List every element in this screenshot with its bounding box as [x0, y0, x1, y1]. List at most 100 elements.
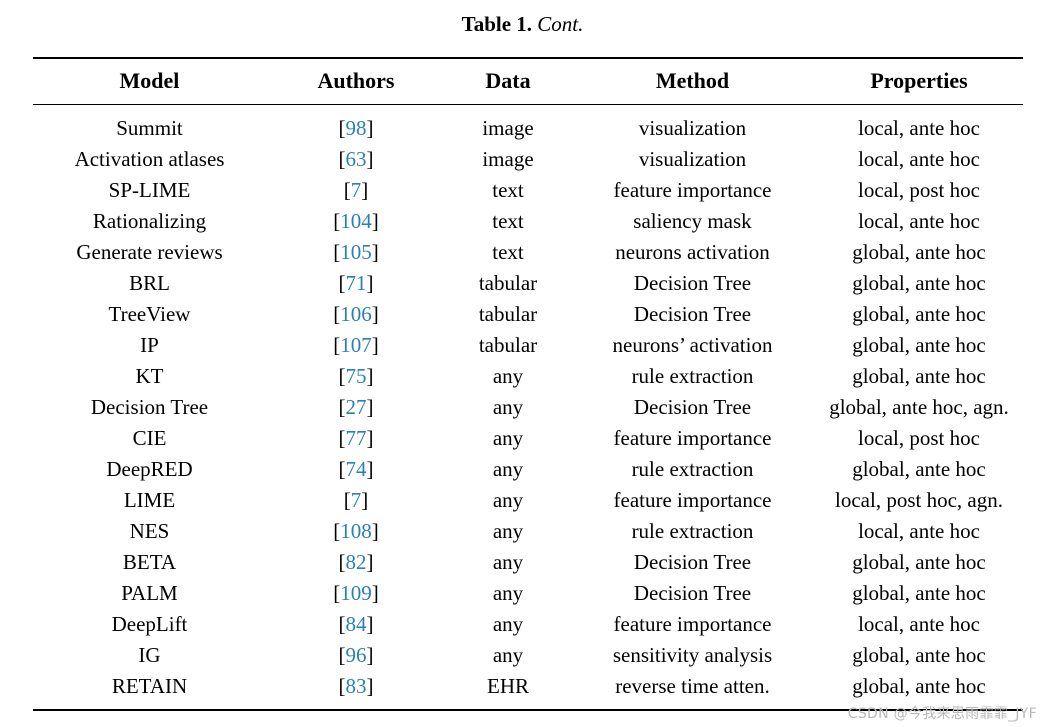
citation-bracket-open: [ [338, 612, 346, 636]
citation-bracket-open: [ [338, 147, 346, 171]
citation-number[interactable]: 77 [345, 426, 367, 450]
citation-number[interactable]: 105 [340, 240, 372, 264]
citation-bracket-open: [ [333, 519, 341, 543]
cell-method: reverse time atten. [570, 671, 815, 711]
cell-authors-citation[interactable]: [108] [266, 516, 446, 547]
cell-properties: global, ante hoc [852, 643, 986, 667]
citation-bracket-open: [ [338, 364, 346, 388]
cell-authors-citation[interactable]: [109] [266, 578, 446, 609]
cell-authors-citation[interactable]: [104] [266, 206, 446, 237]
cell-model: IP [140, 333, 159, 357]
cell-authors-citation[interactable]: [83] [266, 671, 446, 711]
citation-number[interactable]: 106 [340, 302, 372, 326]
citation-number[interactable]: 71 [345, 271, 367, 295]
table-header-row: Model Authors Data Method Properties [33, 57, 1023, 105]
cell-authors-citation[interactable]: [74] [266, 454, 446, 485]
cell-authors-citation[interactable]: [7] [266, 485, 446, 516]
citation-number[interactable]: 75 [345, 364, 367, 388]
citation-number[interactable]: 108 [340, 519, 372, 543]
citation-bracket-open: [ [338, 271, 346, 295]
table-header: Model Authors Data Method Properties [33, 57, 1023, 105]
cell-properties: global, ante hoc [852, 581, 986, 605]
cell-method: neurons’ activation [612, 333, 773, 357]
cell-properties: global, ante hoc [852, 271, 986, 295]
cell-properties: local, ante hoc [858, 116, 980, 140]
cell-data: tabular [478, 333, 538, 357]
citation-bracket-close: ] [361, 488, 369, 512]
citation-bracket-close: ] [366, 612, 374, 636]
cell-model: TreeView [108, 302, 191, 326]
cell-authors-citation[interactable]: [96] [266, 640, 446, 671]
citation-bracket-open: [ [343, 488, 351, 512]
citation-bracket-close: ] [366, 643, 374, 667]
citation-number[interactable]: 96 [345, 643, 367, 667]
cell-method: rule extraction [631, 519, 754, 543]
cell-authors-citation[interactable]: [27] [266, 392, 446, 423]
citation-bracket-close: ] [366, 674, 374, 698]
cell-model: SP-LIME [108, 178, 191, 202]
cell-authors-citation[interactable]: [98] [266, 105, 446, 145]
cell-data: any [492, 550, 524, 574]
cell-method: feature importance [613, 488, 772, 512]
citation-number[interactable]: 104 [340, 209, 372, 233]
cell-authors-citation[interactable]: [84] [266, 609, 446, 640]
citation-number[interactable]: 107 [340, 333, 372, 357]
citation-bracket-close: ] [366, 426, 374, 450]
cell-authors-citation[interactable]: [63] [266, 144, 446, 175]
citation-bracket-open: [ [338, 457, 346, 481]
citation-number[interactable]: 82 [345, 550, 367, 574]
citation-bracket-open: [ [343, 178, 351, 202]
citation-number[interactable]: 98 [345, 116, 367, 140]
citation-bracket-close: ] [366, 457, 374, 481]
citation-number[interactable]: 84 [345, 612, 367, 636]
citation-bracket-open: [ [333, 209, 341, 233]
cell-authors-citation[interactable]: [7] [266, 175, 446, 206]
citation-number[interactable]: 74 [345, 457, 367, 481]
citation-bracket-open: [ [338, 550, 346, 574]
cell-authors-citation[interactable]: [107] [266, 330, 446, 361]
cell-authors-citation[interactable]: [82] [266, 547, 446, 578]
citation-bracket-close: ] [366, 364, 374, 388]
citation-number[interactable]: 63 [345, 147, 367, 171]
citation-number[interactable]: 7 [350, 178, 362, 202]
cell-authors-citation[interactable]: [75] [266, 361, 446, 392]
cell-authors-citation[interactable]: [71] [266, 268, 446, 299]
cell-data: tabular [478, 271, 538, 295]
table-caption-label: Table 1. [461, 12, 533, 36]
cell-model: PALM [121, 581, 178, 605]
citation-bracket-open: [ [333, 240, 341, 264]
cell-method: Decision Tree [633, 581, 752, 605]
cell-model: DeepRED [106, 457, 193, 481]
citation-number[interactable]: 109 [340, 581, 372, 605]
citation-number[interactable]: 83 [345, 674, 367, 698]
cell-data: image [482, 116, 534, 140]
column-header-method: Method [570, 57, 815, 105]
cell-data: any [492, 612, 524, 636]
cell-authors-citation[interactable]: [105] [266, 237, 446, 268]
cell-authors-citation[interactable]: [106] [266, 299, 446, 330]
cell-data: text [492, 240, 524, 264]
table-caption: Table 1. Cont. [0, 10, 1045, 38]
cell-properties: local, post hoc [858, 426, 980, 450]
cell-authors-citation[interactable]: [77] [266, 423, 446, 454]
citation-bracket-close: ] [371, 240, 379, 264]
cell-data: any [492, 395, 524, 419]
cell-properties: global, ante hoc [852, 457, 986, 481]
cell-method: feature importance [613, 426, 772, 450]
citation-number[interactable]: 27 [345, 395, 367, 419]
cell-model: NES [129, 519, 170, 543]
citation-bracket-close: ] [371, 519, 379, 543]
citation-number[interactable]: 7 [350, 488, 362, 512]
cell-properties: local, ante hoc [858, 612, 980, 636]
cell-data: image [482, 147, 534, 171]
column-header-properties: Properties [815, 57, 1023, 105]
citation-bracket-close: ] [366, 147, 374, 171]
